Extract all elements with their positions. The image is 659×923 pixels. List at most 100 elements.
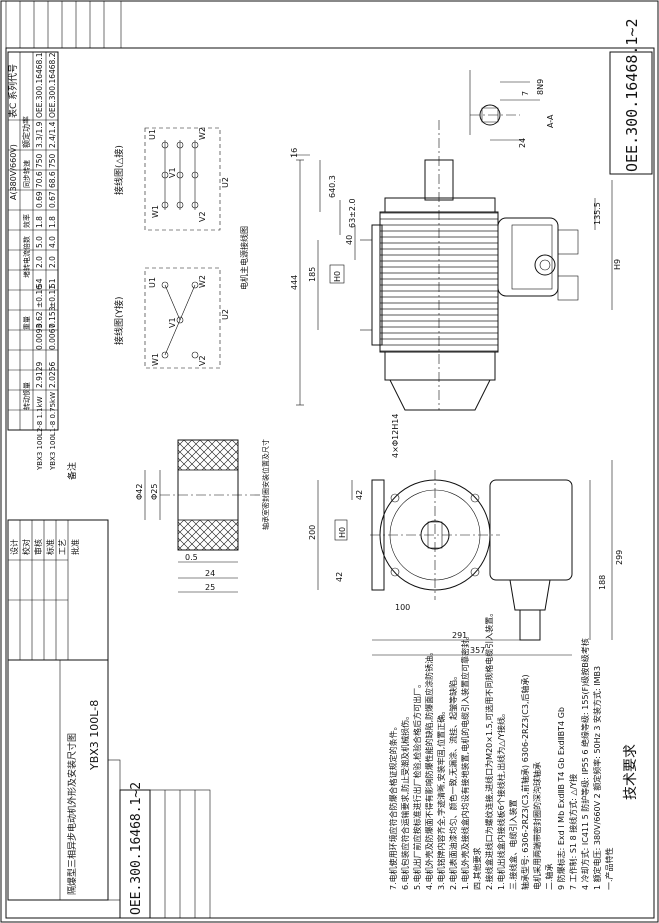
tech-req-line-17: 6.电机包装应符合运输要求,防止受潮及机械损伤。 bbox=[400, 712, 410, 890]
star-terminal-u2: U2 bbox=[221, 309, 230, 320]
dim-40: 40 bbox=[345, 235, 354, 245]
tech-req-line-13: 2.电机表面油漆均匀、颜色一致,无漏涂、流挂、起皱等缺陷。 bbox=[448, 672, 458, 890]
title-block: 设计 校对 审核 标准 工艺 批准 隔爆型三相异步电动机外形及安装尺寸图 YBX… bbox=[7, 519, 121, 901]
perf-header-inertia: 转动惯量 bbox=[22, 382, 31, 410]
front-view-dimensions: 200 42 42 100 291 357 188 299 H0 bbox=[308, 460, 624, 656]
terminal-w1: W1 bbox=[151, 205, 160, 218]
tech-req-title: 技术要求 bbox=[623, 744, 639, 800]
front-dim-291: 291 bbox=[452, 631, 467, 640]
perf-r2-c7: 2.0 bbox=[48, 256, 57, 268]
tech-req-line-10: 2.接线盒进线口为螺纹连接,进线口为M20×1.5,可选用不同规格电缆引入装置。 bbox=[484, 609, 494, 890]
front-dim-188: 188 bbox=[598, 575, 607, 590]
title-row-approve: 批准 bbox=[70, 539, 80, 555]
perf-r2-c9: ±0.11 bbox=[48, 285, 57, 308]
tech-req-line-2: 4 冷却方式: IC411 5 防护等级: IP55 6 绝缘等级: 155(F… bbox=[580, 638, 590, 890]
tech-req-line-3: 7 工作制: S1 8 接线方式: △/Y接 bbox=[568, 774, 578, 890]
keyway-detail: 8N9 7 24 A-A bbox=[469, 70, 555, 148]
perf-header-lock: 堵转电流倍数 bbox=[22, 236, 31, 278]
dim-63: 63±2.0 bbox=[348, 198, 357, 228]
perf-r2-c11: 0.0067 bbox=[48, 324, 57, 350]
perf-header-eff: 效率 bbox=[22, 214, 31, 228]
perf-r1-c6: 5.0 bbox=[35, 236, 44, 248]
dim-640: 640.3 bbox=[328, 175, 337, 198]
bearing-detail: Φ42 Φ25 0.5 24 25 轴承室密封圈安装位置及尺寸 bbox=[135, 439, 270, 593]
perf-r1-c10: 0.62 bbox=[35, 311, 44, 328]
perf-header-speed: 同步转速 bbox=[22, 160, 31, 188]
perf-r1-c9: ±0.16 bbox=[35, 285, 44, 308]
tech-req-line-1: 1 额定电压: 380V/660V 2 额定频率: 50Hz 3 安装方式: I… bbox=[592, 666, 602, 890]
terminal-u2: U2 bbox=[221, 177, 230, 188]
perf-header-current: 额定功率 bbox=[21, 116, 31, 148]
side-view-dimensions: 444 640.3 63±2.0 40 185 16 135.5 H9 4×Φ1… bbox=[290, 148, 622, 458]
terminal-u1: U1 bbox=[148, 129, 157, 140]
bearing-dim-24: 24 bbox=[205, 569, 215, 578]
perf-r1-c1: 3.3/1.9 bbox=[35, 121, 44, 148]
wiring-diagram-star: U1 V1 W1 U2 V2 W2 接线图(Y接) bbox=[113, 267, 230, 369]
terminal-v1: V1 bbox=[168, 167, 177, 178]
tech-req-line-11: 四.其他要求 bbox=[472, 847, 482, 890]
front-label-h0: H0 bbox=[338, 527, 347, 538]
tech-req-line-9: 1.电机出线盒内接线板6个接线柱,出线为△/Y接线。 bbox=[496, 709, 506, 890]
keyway-dim-width: 8N9 bbox=[536, 79, 545, 95]
tech-req-line-5: 二.轴承 bbox=[544, 863, 554, 890]
perf-r2-c10: 0.153 bbox=[48, 306, 57, 328]
front-dim-42b: 42 bbox=[335, 572, 344, 582]
bearing-dim-25b: 25 bbox=[205, 583, 215, 592]
front-dim-42a: 42 bbox=[355, 490, 364, 500]
front-dim-299: 299 bbox=[615, 550, 624, 565]
drawing-number-top-box: OEE.300.16468.1~2 bbox=[609, 18, 653, 175]
drawing-number-top: OEE.300.16468.1~2 bbox=[623, 18, 641, 172]
keyway-dim-depth: 7 bbox=[521, 91, 530, 96]
perf-r1-c7: 2.0 bbox=[35, 256, 44, 268]
perf-r2-c13: YBX3 100L1-8 0.75kW bbox=[49, 392, 57, 471]
perf-r2-c6: 4.0 bbox=[48, 236, 57, 248]
title-model: YBX3 100L-8 bbox=[88, 700, 101, 771]
dim-h9: H9 bbox=[613, 259, 622, 270]
technical-requirements: 技术要求 一.产品特性 1 额定电压: 380V/660V 2 额定频率: 50… bbox=[388, 609, 639, 890]
dim-444: 444 bbox=[290, 275, 299, 290]
perf-r1-c4: 0.69 bbox=[35, 191, 44, 208]
terminal-v2: V2 bbox=[198, 211, 207, 222]
front-dim-357: 357 bbox=[470, 646, 485, 655]
wiring-diagram-delta: U1 V1 W1 U2 V2 W2 接线图(△接) bbox=[113, 127, 230, 231]
side-label-h0: H0 bbox=[333, 271, 342, 282]
wiring-delta-label: 接线图(△接) bbox=[113, 145, 125, 195]
perf-r2-c2: 750 bbox=[48, 153, 57, 168]
wiring-star-label: 接线图(Y接) bbox=[113, 296, 125, 345]
title-product-name: 隔爆型三相异步电动机外形及安装尺寸图 bbox=[66, 733, 78, 895]
keyway-dim-24: 24 bbox=[518, 138, 527, 148]
tech-req-line-8: 三.接线盒、电缆引入装置 bbox=[508, 799, 518, 890]
perf-r2-c4: 0.67 bbox=[48, 191, 57, 208]
title-row-standard: 标准 bbox=[45, 539, 55, 555]
perf-row-2: OEE.300.16468.2 bbox=[48, 52, 57, 118]
performance-table: 表C 系列代号 A(380V/660V) OEE.300.16468.1 OEE… bbox=[7, 51, 78, 480]
title-row-review: 审核 bbox=[33, 539, 43, 555]
front-dim-200: 200 bbox=[308, 525, 317, 540]
dim-185: 185 bbox=[308, 267, 317, 282]
perf-r1-c12: 2.9129 bbox=[35, 362, 44, 388]
perf-r2-c12: 2.0256 bbox=[48, 362, 57, 388]
perf-r2-c3: 68.6 bbox=[48, 171, 57, 188]
tech-req-line-6: 电机采用两端带密封圈的深沟球轴承 bbox=[532, 762, 542, 890]
perf-r1-c2: 750 bbox=[35, 153, 44, 168]
tech-req-line-18: 7.电机使用环境应符合防爆合格证规定的条件。 bbox=[388, 722, 398, 890]
star-terminal-v2: V2 bbox=[198, 355, 207, 366]
drawing-number-bottom-box: OEE.300.16468.1~2 bbox=[119, 782, 151, 919]
tech-req-line-12: 1.电机外壳及接线盒内均设有接地装置,电机的电缆引入装置应可靠密封。 bbox=[460, 632, 470, 890]
perf-table-title: 表C 系列代号 bbox=[7, 64, 19, 118]
perf-unit-current: A(380V/660V) bbox=[9, 144, 18, 200]
bearing-dim-42: Φ42 bbox=[135, 484, 144, 500]
perf-r1-c8: 54 bbox=[35, 278, 44, 288]
title-row-design: 设计 bbox=[9, 539, 19, 555]
perf-header-weight: 重量 bbox=[23, 316, 31, 330]
perf-r1-c11: 0.0093 bbox=[35, 324, 44, 350]
drawing-border bbox=[5, 47, 655, 919]
tech-req-line-14: 3.电机铭牌内容齐全,字迹清晰,安装牢固,位置正确。 bbox=[436, 707, 446, 890]
motor-front-view bbox=[334, 470, 573, 641]
perf-r2-c8: 51 bbox=[48, 278, 57, 288]
title-row-check: 校对 bbox=[21, 539, 31, 555]
terminal-w2: W2 bbox=[198, 127, 207, 140]
